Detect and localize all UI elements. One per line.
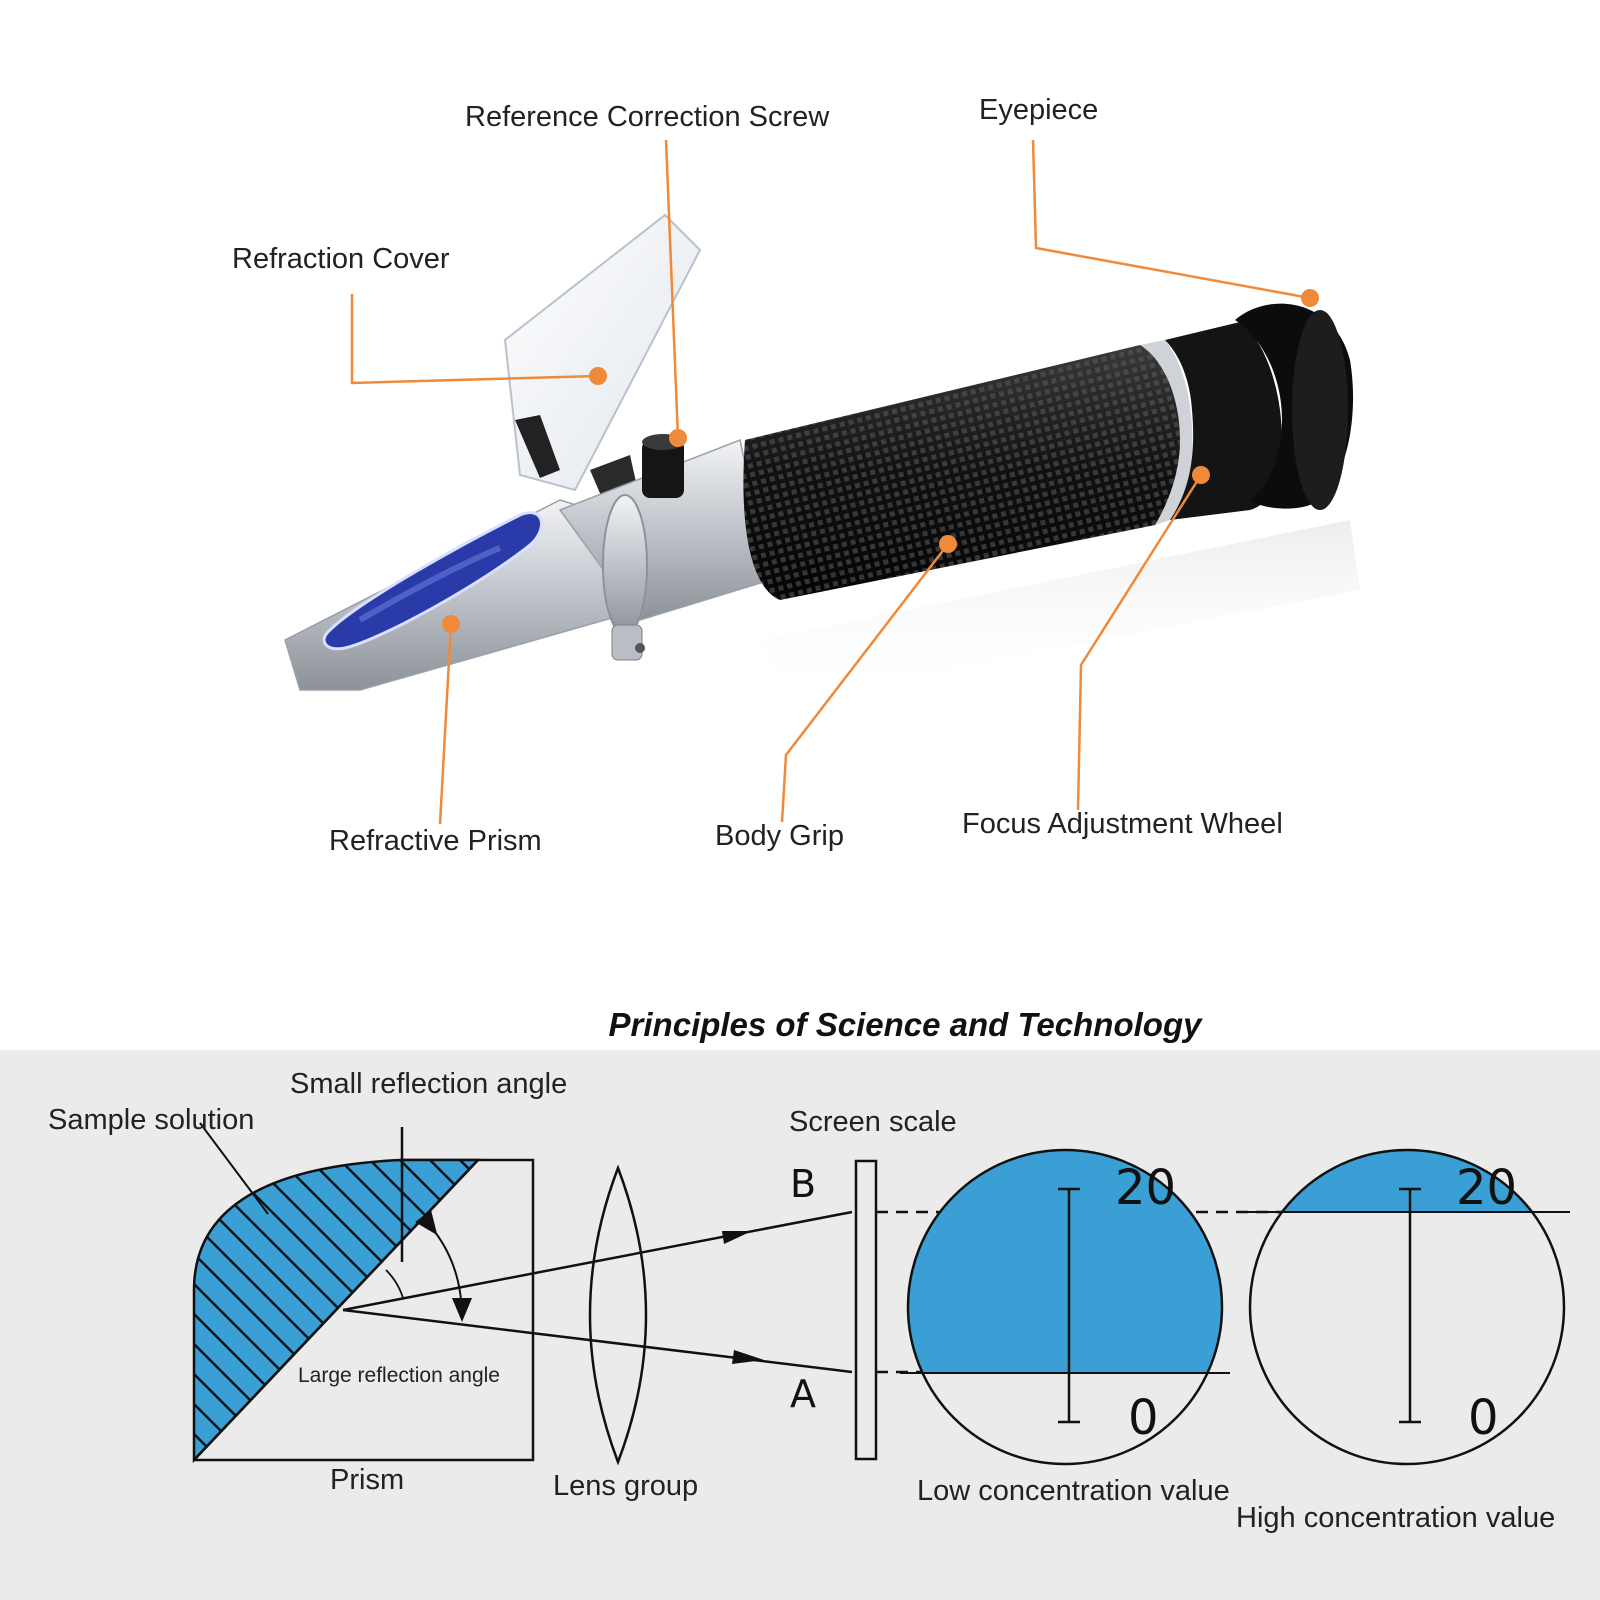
eyepiece-callout-dot [1301, 289, 1319, 307]
label-high-concentration: High concentration value [1236, 1502, 1556, 1534]
high-concentration-view [1240, 1148, 1570, 1466]
label-prism: Prism [330, 1464, 405, 1496]
high-scale-top: 20 [1456, 1160, 1518, 1216]
label-screen-scale: Screen scale [789, 1106, 957, 1138]
sample-leader [199, 1122, 269, 1215]
body-grip-shape [743, 345, 1183, 600]
label-refractive-prism: Refractive Prism [329, 825, 542, 857]
grip-callout-dot [939, 535, 957, 553]
point-a-label: A [790, 1372, 816, 1416]
metal-body [558, 438, 771, 661]
large-angle-arc [415, 1209, 472, 1322]
low-scale-top: 20 [1115, 1160, 1177, 1216]
callout-lines [350, 139, 1311, 825]
label-refraction-cover: Refraction Cover [232, 243, 450, 275]
wheel-callout-dot [1192, 466, 1210, 484]
lens-shape [588, 1164, 648, 1466]
callout-dots [442, 289, 1319, 633]
small-angle-arc [385, 1269, 404, 1299]
refractometer-illustration [284, 139, 1360, 825]
point-b-label: B [790, 1162, 817, 1206]
sample-solution-area [192, 1158, 481, 1464]
principles-title: Principles of Science and Technology [608, 1006, 1202, 1043]
label-sample-solution: Sample solution [48, 1104, 255, 1136]
screw-callout-dot [669, 429, 687, 447]
screen-scale-bar [854, 1159, 878, 1461]
label-body-grip: Body Grip [715, 820, 844, 852]
high-scale-bottom: 0 [1468, 1390, 1499, 1446]
ray-arrows [722, 1231, 764, 1364]
low-scale-bottom: 0 [1128, 1390, 1159, 1446]
label-large-reflection-angle: Large reflection angle [298, 1364, 500, 1387]
label-lens-group: Lens group [553, 1470, 699, 1502]
cover-callout-dot [589, 367, 607, 385]
low-concentration-view [900, 1148, 1230, 1466]
label-reference-correction-screw: Reference Correction Screw [465, 101, 830, 133]
prism-callout-dot [442, 615, 460, 633]
label-small-reflection-angle: Small reflection angle [290, 1068, 568, 1100]
label-eyepiece: Eyepiece [979, 94, 1099, 126]
label-low-concentration: Low concentration value [917, 1475, 1230, 1507]
reflection [760, 520, 1360, 700]
light-rays [342, 1210, 853, 1374]
label-focus-adjustment-wheel: Focus Adjustment Wheel [962, 808, 1283, 840]
